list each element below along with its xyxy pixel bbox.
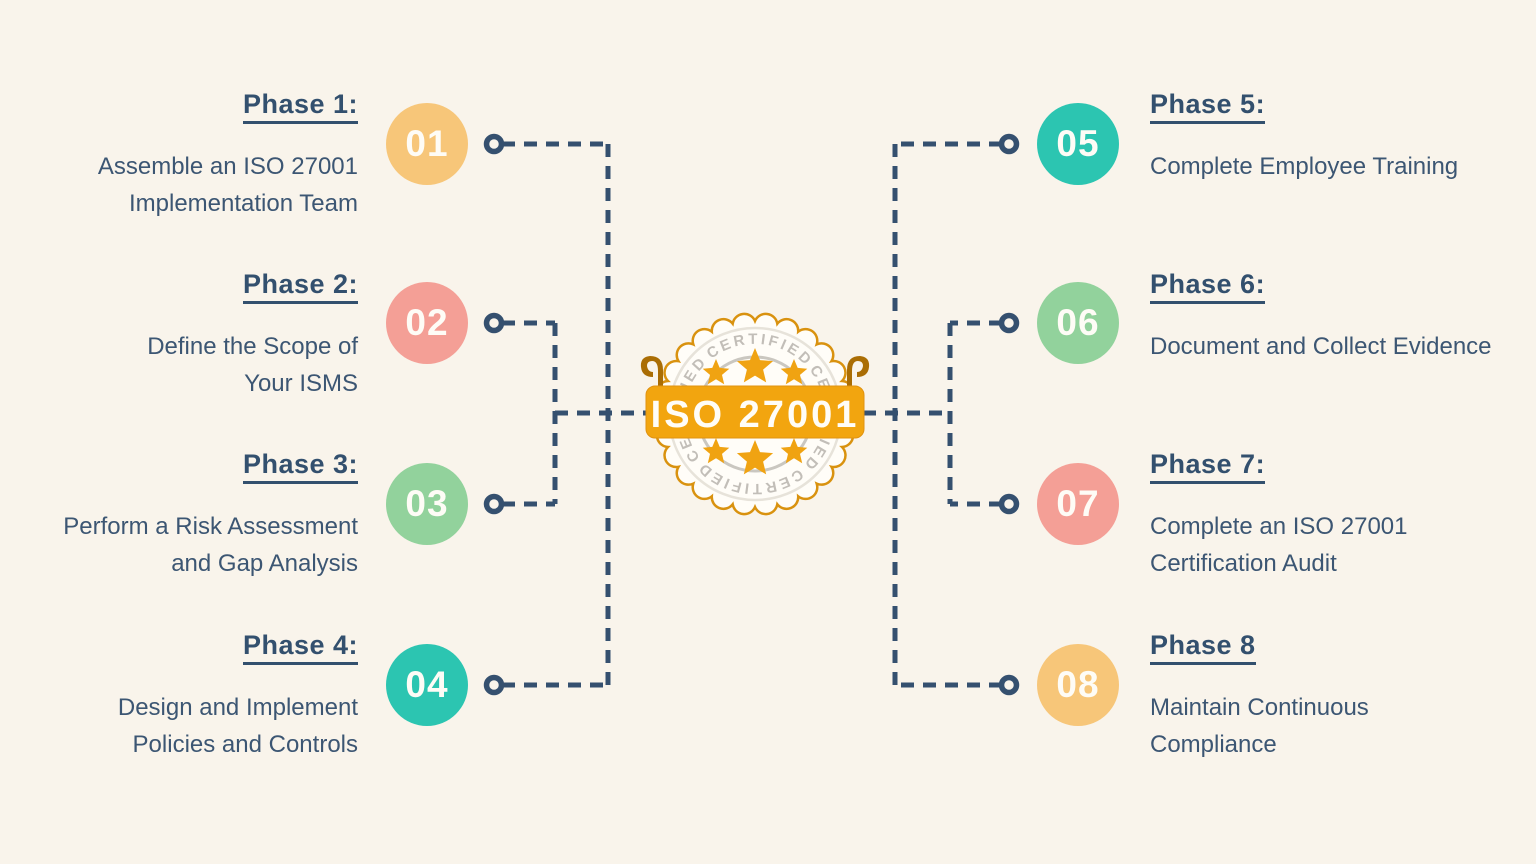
phase-5-block: Phase 5: Complete Employee Training bbox=[1150, 88, 1458, 186]
phase-4-description: Design and Implement Policies and Contro… bbox=[118, 690, 358, 763]
phase-8-number-circle: 08 bbox=[1037, 644, 1119, 726]
star-icon bbox=[702, 438, 730, 464]
phase-3-block: Phase 3: Perform a Risk Assessment and G… bbox=[63, 448, 358, 582]
phase-6-number: 06 bbox=[1056, 302, 1100, 343]
phase-3-number-circle: 03 bbox=[386, 463, 468, 545]
phase-8-number: 08 bbox=[1056, 664, 1100, 705]
phase-2-line-1: Define the Scope of bbox=[147, 333, 358, 360]
star-icon bbox=[780, 359, 808, 385]
phase-1-block: Phase 1: Assemble an ISO 27001 Implement… bbox=[98, 88, 358, 222]
phase-1-number: 01 bbox=[405, 123, 449, 164]
badge-ribbon bbox=[645, 385, 865, 439]
badge-title: ISO 27001 bbox=[651, 394, 860, 436]
phase-4-line-2: Policies and Controls bbox=[132, 730, 358, 758]
phase-2-line-2: Your ISMS bbox=[244, 369, 358, 397]
phase-7-heading: Phase 7: bbox=[1150, 448, 1266, 484]
phase-3-line-2: and Gap Analysis bbox=[171, 549, 358, 577]
ring-terminal-phase-3 bbox=[483, 493, 505, 515]
ring-terminal-phase-2 bbox=[483, 312, 505, 334]
phase-6-description: Document and Collect Evidence bbox=[1150, 329, 1492, 366]
phase-1-line-1: Assemble an ISO 27001 bbox=[97, 153, 358, 180]
phase-2-heading: Phase 2: bbox=[242, 268, 358, 304]
ring-terminal-phase-6 bbox=[998, 312, 1020, 334]
phase-6-block: Phase 6: Document and Collect Evidence bbox=[1150, 268, 1492, 366]
phase-8-description: Maintain Continuous Compliance bbox=[1150, 690, 1369, 763]
phase-5-number-circle: 05 bbox=[1037, 103, 1119, 185]
connector-ring-terminals bbox=[483, 133, 1020, 696]
ribbon-curl-right bbox=[847, 356, 870, 391]
phase-5-heading: Phase 5: bbox=[1150, 88, 1266, 124]
phase-2-block: Phase 2: Define the Scope of Your ISMS bbox=[147, 268, 358, 402]
phase-2-number: 02 bbox=[405, 302, 449, 343]
phase-1-heading: Phase 1: bbox=[242, 88, 358, 124]
phase-4-number-circle: 04 bbox=[386, 644, 468, 726]
phase-7-line-1: Complete an ISO 27001 bbox=[1150, 513, 1408, 540]
star-icon bbox=[736, 440, 774, 475]
phase-7-block: Phase 7: Complete an ISO 27001 Certifica… bbox=[1150, 448, 1408, 582]
phase-7-line-2: Certification Audit bbox=[1150, 549, 1337, 577]
phase-8-line-2: Compliance bbox=[1150, 730, 1277, 758]
phase-4-block: Phase 4: Design and Implement Policies a… bbox=[118, 629, 358, 763]
phase-7-description: Complete an ISO 27001 Certification Audi… bbox=[1150, 509, 1408, 582]
phase-7-number: 07 bbox=[1056, 483, 1100, 524]
ring-terminal-phase-7 bbox=[998, 493, 1020, 515]
ring-terminal-phase-8 bbox=[998, 674, 1020, 696]
phase-3-description: Perform a Risk Assessment and Gap Analys… bbox=[63, 509, 358, 582]
phase-1-description: Assemble an ISO 27001 Implementation Tea… bbox=[98, 149, 358, 222]
phase-6-heading: Phase 6: bbox=[1150, 268, 1266, 304]
phase-3-number: 03 bbox=[405, 483, 449, 524]
iso-certified-badge: CERTIFIED CERTIFIED CERTIFIED CERTIFIED … bbox=[640, 312, 870, 516]
phase-2-description: Define the Scope of Your ISMS bbox=[147, 329, 358, 402]
phase-8-block: Phase 8 Maintain Continuous Compliance bbox=[1150, 629, 1369, 763]
phase-1-number-circle: 01 bbox=[386, 103, 468, 185]
star-icon bbox=[780, 438, 808, 464]
ribbon-curl-left bbox=[640, 356, 663, 391]
ring-terminal-phase-1 bbox=[483, 133, 505, 155]
phase-6-line-1: Document and Collect Evidence bbox=[1150, 333, 1492, 360]
phase-2-number-circle: 02 bbox=[386, 282, 468, 364]
phase-3-line-1: Perform a Risk Assessment bbox=[63, 513, 358, 540]
phase-5-description: Complete Employee Training bbox=[1150, 149, 1458, 186]
phase-7-number-circle: 07 bbox=[1037, 463, 1119, 545]
phase-8-heading: Phase 8 bbox=[1150, 629, 1256, 665]
phase-8-line-1: Maintain Continuous bbox=[1150, 694, 1369, 721]
phase-4-heading: Phase 4: bbox=[242, 629, 358, 665]
phase-4-line-1: Design and Implement bbox=[117, 694, 358, 721]
ring-terminal-phase-4 bbox=[483, 674, 505, 696]
connector-lines bbox=[502, 141, 1002, 688]
ring-terminal-phase-5 bbox=[998, 133, 1020, 155]
star-icon bbox=[736, 348, 774, 383]
phase-1-line-2: Implementation Team bbox=[128, 189, 358, 217]
phase-3-heading: Phase 3: bbox=[242, 448, 358, 484]
phase-5-number: 05 bbox=[1056, 123, 1100, 164]
phase-4-number: 04 bbox=[405, 664, 449, 705]
phase-5-line-1: Complete Employee Training bbox=[1150, 153, 1459, 180]
phase-6-number-circle: 06 bbox=[1037, 282, 1119, 364]
star-icon bbox=[702, 359, 730, 385]
